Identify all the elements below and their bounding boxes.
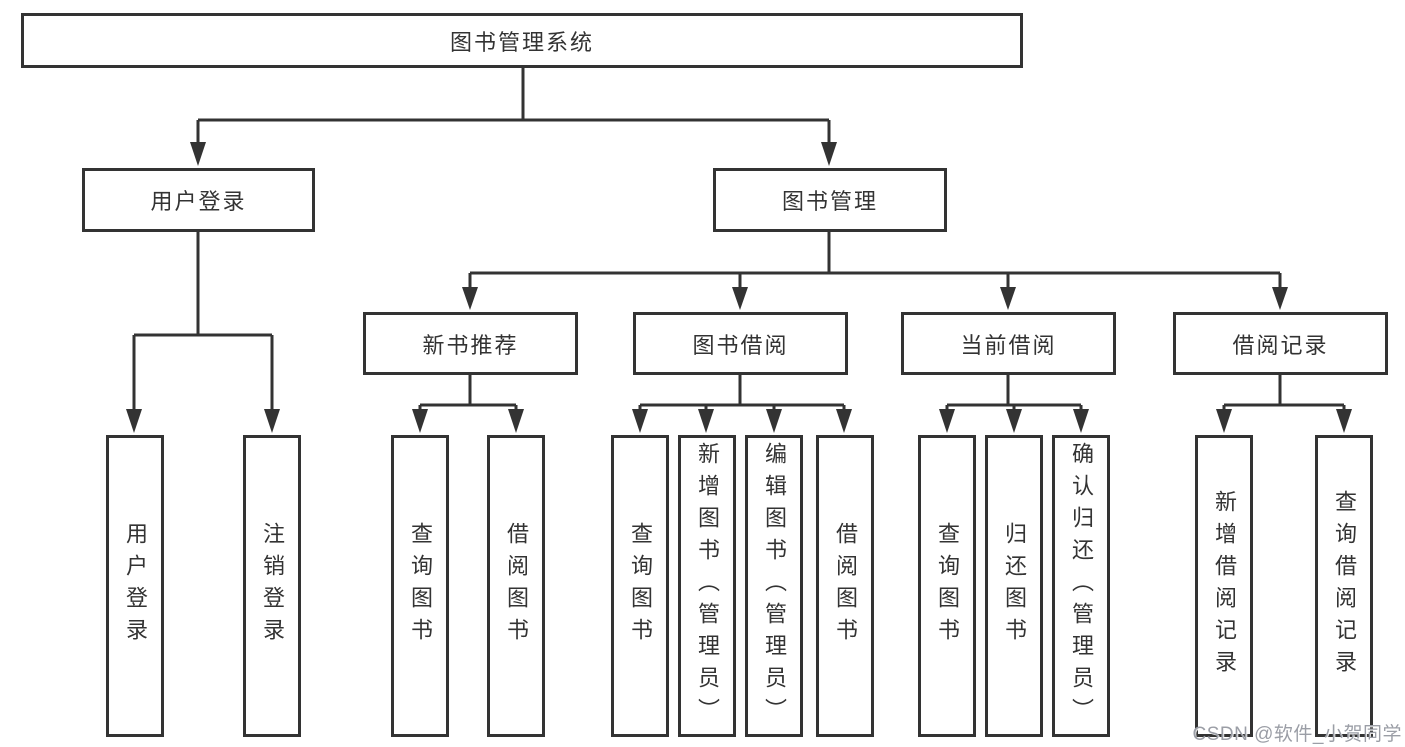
node-current-borrowing: 当前借阅 — [901, 312, 1116, 375]
leaf-query-books-recommend: 查询图书 — [391, 435, 449, 737]
leaf-label: 确认归还（管理员） — [1069, 442, 1094, 730]
csdn-watermark: CSDN @软件_小贺同学 — [1192, 724, 1402, 745]
leaf-edit-book-admin: 编辑图书（管理员） — [745, 435, 803, 737]
leaf-label: 查询图书 — [628, 522, 653, 650]
leaf-label: 借阅图书 — [833, 522, 858, 650]
node-library-management-system: 图书管理系统 — [21, 13, 1023, 68]
connector-root-to-level2 — [196, 68, 831, 146]
leaf-label: 用户登录 — [123, 522, 148, 650]
node-label: 图书管理系统 — [449, 29, 594, 55]
leaf-label: 归还图书 — [1002, 522, 1027, 650]
leaf-query-books-current: 查询图书 — [918, 435, 976, 737]
leaf-label: 新增借阅记录 — [1212, 490, 1237, 682]
node-label: 新书推荐 — [422, 332, 519, 358]
node-borrowing-records: 借阅记录 — [1173, 312, 1388, 375]
connector-currentborrow-to-leaves — [945, 375, 1083, 413]
node-new-book-recommendation: 新书推荐 — [363, 312, 578, 375]
leaf-label: 查询图书 — [408, 522, 433, 650]
node-label: 用户登录 — [150, 189, 247, 214]
leaf-user-login: 用户登录 — [106, 435, 164, 737]
connector-userlogin-to-leaves — [132, 232, 274, 413]
leaf-label: 新增图书（管理员） — [695, 442, 720, 730]
leaf-query-books-borrow: 查询图书 — [611, 435, 669, 737]
leaf-label: 借阅图书 — [504, 522, 529, 650]
leaf-label: 编辑图书（管理员） — [762, 442, 787, 730]
leaf-add-book-admin: 新增图书（管理员） — [678, 435, 736, 737]
node-book-management: 图书管理 — [713, 168, 947, 232]
leaf-label: 查询图书 — [935, 522, 960, 650]
leaf-label: 查询借阅记录 — [1332, 490, 1357, 682]
node-book-borrowing: 图书借阅 — [633, 312, 848, 375]
node-label: 借阅记录 — [1232, 332, 1329, 358]
leaf-borrow-books: 借阅图书 — [816, 435, 874, 737]
leaf-query-borrow-record: 查询借阅记录 — [1315, 435, 1373, 737]
connector-bookmgmt-to-level3 — [468, 232, 1282, 291]
node-label: 图书管理 — [781, 189, 878, 214]
leaf-logout: 注销登录 — [243, 435, 301, 737]
leaf-borrow-books-recommend: 借阅图书 — [487, 435, 545, 737]
leaf-label: 注销登录 — [260, 522, 285, 650]
connector-bookborrow-to-leaves — [638, 375, 846, 413]
leaf-return-books: 归还图书 — [985, 435, 1043, 737]
connector-newbook-to-leaves — [418, 375, 518, 413]
leaf-add-borrow-record: 新增借阅记录 — [1195, 435, 1253, 737]
leaf-confirm-return-admin: 确认归还（管理员） — [1052, 435, 1110, 737]
node-label: 图书借阅 — [692, 332, 789, 358]
node-label: 当前借阅 — [960, 332, 1057, 358]
node-user-login: 用户登录 — [82, 168, 315, 232]
connector-borrowrecords-to-leaves — [1222, 375, 1346, 413]
